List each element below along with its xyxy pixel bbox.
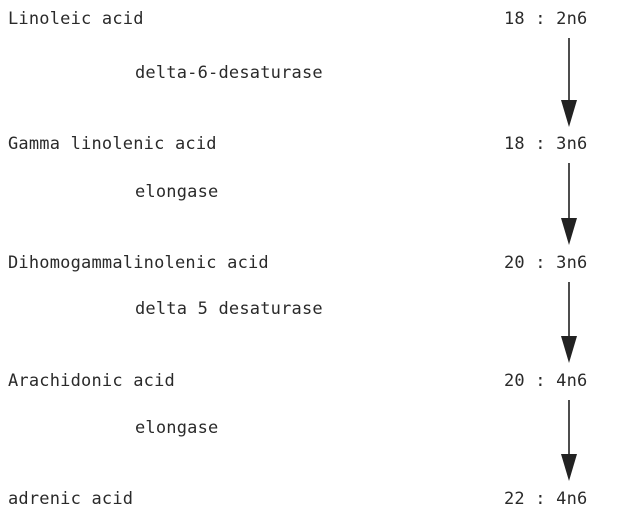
acid-notation-0: 18 : 2n6 bbox=[504, 9, 588, 29]
down-arrow-icon bbox=[561, 400, 577, 481]
enzyme-label-2: delta 5 desaturase bbox=[135, 299, 323, 319]
acid-notation-2: 20 : 3n6 bbox=[504, 253, 588, 273]
enzyme-label-1: elongase bbox=[135, 182, 219, 202]
down-arrow-icon bbox=[561, 38, 577, 127]
down-arrow-icon bbox=[561, 163, 577, 245]
acid-name-4: adrenic acid bbox=[8, 489, 134, 509]
enzyme-label-0: delta-6-desaturase bbox=[135, 63, 323, 83]
acid-name-3: Arachidonic acid bbox=[8, 371, 175, 391]
acid-name-2: Dihomogammalinolenic acid bbox=[8, 253, 269, 273]
acid-notation-4: 22 : 4n6 bbox=[504, 489, 588, 509]
down-arrow-icon bbox=[561, 282, 577, 363]
acid-name-1: Gamma linolenic acid bbox=[8, 134, 217, 154]
acid-name-0: Linoleic acid bbox=[8, 9, 144, 29]
acid-notation-3: 20 : 4n6 bbox=[504, 371, 588, 391]
acid-notation-1: 18 : 3n6 bbox=[504, 134, 588, 154]
enzyme-label-3: elongase bbox=[135, 418, 219, 438]
